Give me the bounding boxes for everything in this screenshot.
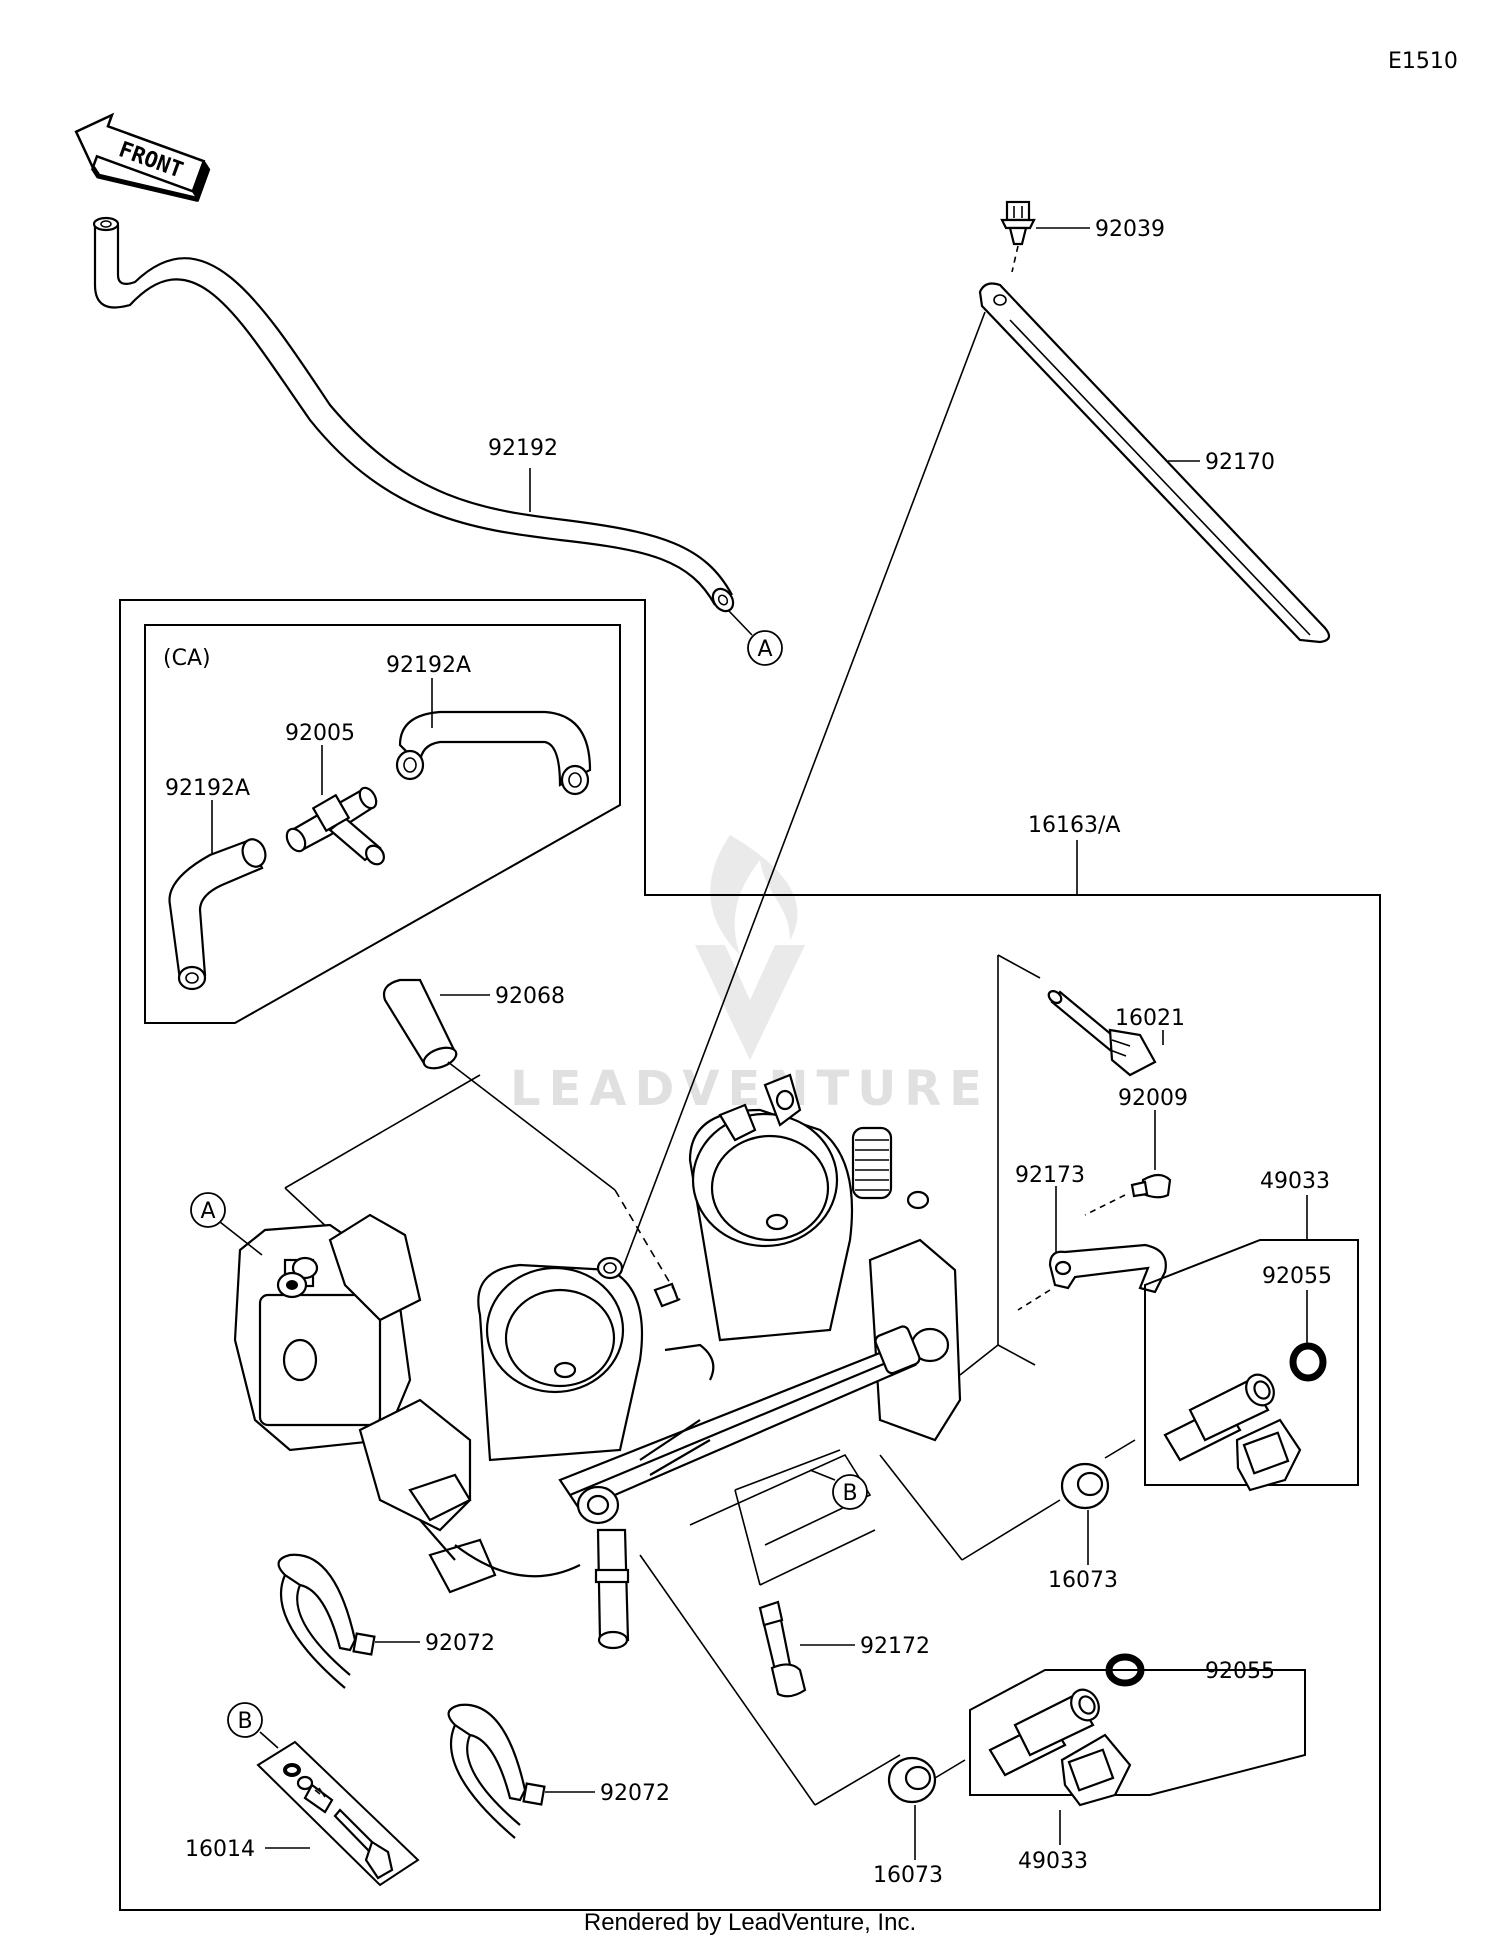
svg-text:A: A xyxy=(200,1199,215,1224)
injector-49033-top-icon xyxy=(1163,1373,1302,1492)
clip-92039-icon xyxy=(1000,200,1036,246)
callout-92173: 92173 xyxy=(1015,1163,1085,1188)
clamp-92173-icon xyxy=(1048,1243,1167,1294)
ref-b-rail: B xyxy=(832,1474,868,1510)
throttle-body-assembly xyxy=(233,1073,962,1650)
callout-92055-bot: 92055 xyxy=(1205,1659,1275,1684)
ref-a-top: A xyxy=(747,630,783,666)
callout-92009: 92009 xyxy=(1118,1086,1188,1111)
diagram-code: E1510 xyxy=(1388,49,1458,74)
front-arrow-icon: FRONT xyxy=(74,112,211,203)
callout-16021: 16021 xyxy=(1115,1006,1185,1031)
bolt-16021-icon xyxy=(1047,989,1157,1077)
callout-49033-bot: 49033 xyxy=(1018,1849,1088,1874)
seal-16073-bot-icon xyxy=(887,1756,937,1804)
callout-92192a-left: 92192A xyxy=(165,776,250,801)
ref-a-body: A xyxy=(190,1192,226,1228)
callout-16073-bot: 16073 xyxy=(873,1863,943,1888)
tee-92005-icon xyxy=(285,786,385,866)
oring-92055-bot-icon xyxy=(1105,1653,1145,1687)
band-92072-a-icon xyxy=(277,1553,376,1689)
callout-16163a: 16163/A xyxy=(1028,813,1120,838)
hose-92192a-left xyxy=(168,838,267,991)
screw-92009-icon xyxy=(1130,1173,1172,1199)
ca-label: (CA) xyxy=(163,646,211,671)
svg-text:A: A xyxy=(757,637,772,662)
watermark-logo: LEADVENTURE xyxy=(510,835,990,1117)
callout-16014: 16014 xyxy=(185,1837,255,1862)
screw-92172-icon xyxy=(758,1600,807,1698)
footer-text: Rendered by LeadVenture, Inc. xyxy=(584,1909,916,1936)
injector-49033-bot-icon xyxy=(988,1688,1132,1807)
svg-text:B: B xyxy=(842,1481,857,1506)
callout-92068: 92068 xyxy=(495,984,565,1009)
callout-92039: 92039 xyxy=(1095,217,1165,242)
oring-92055-top-icon xyxy=(1289,1342,1327,1382)
callout-16073-mid: 16073 xyxy=(1048,1568,1118,1593)
repair-kit-16014-icon xyxy=(283,1763,394,1880)
hose-92192a-top xyxy=(395,710,592,796)
callout-92172: 92172 xyxy=(860,1634,930,1659)
ref-b-kit: B xyxy=(227,1702,263,1738)
svg-text:B: B xyxy=(237,1709,252,1734)
callout-92072-b: 92072 xyxy=(600,1781,670,1806)
callout-92055-top: 92055 xyxy=(1262,1264,1332,1289)
hose-92192 xyxy=(92,216,735,613)
watermark-text: LEADVENTURE xyxy=(510,1061,990,1117)
band-92072-b-icon xyxy=(447,1703,546,1839)
seal-16073-mid-icon xyxy=(1060,1462,1110,1510)
callout-92072-a: 92072 xyxy=(425,1631,495,1656)
callout-92005: 92005 xyxy=(285,721,355,746)
strap-92170 xyxy=(978,282,1331,644)
callout-92192: 92192 xyxy=(488,436,558,461)
cap-92068-icon xyxy=(382,978,458,1070)
callout-49033-top: 49033 xyxy=(1260,1169,1330,1194)
callout-92170: 92170 xyxy=(1205,450,1275,475)
callout-92192a-top: 92192A xyxy=(386,653,471,678)
